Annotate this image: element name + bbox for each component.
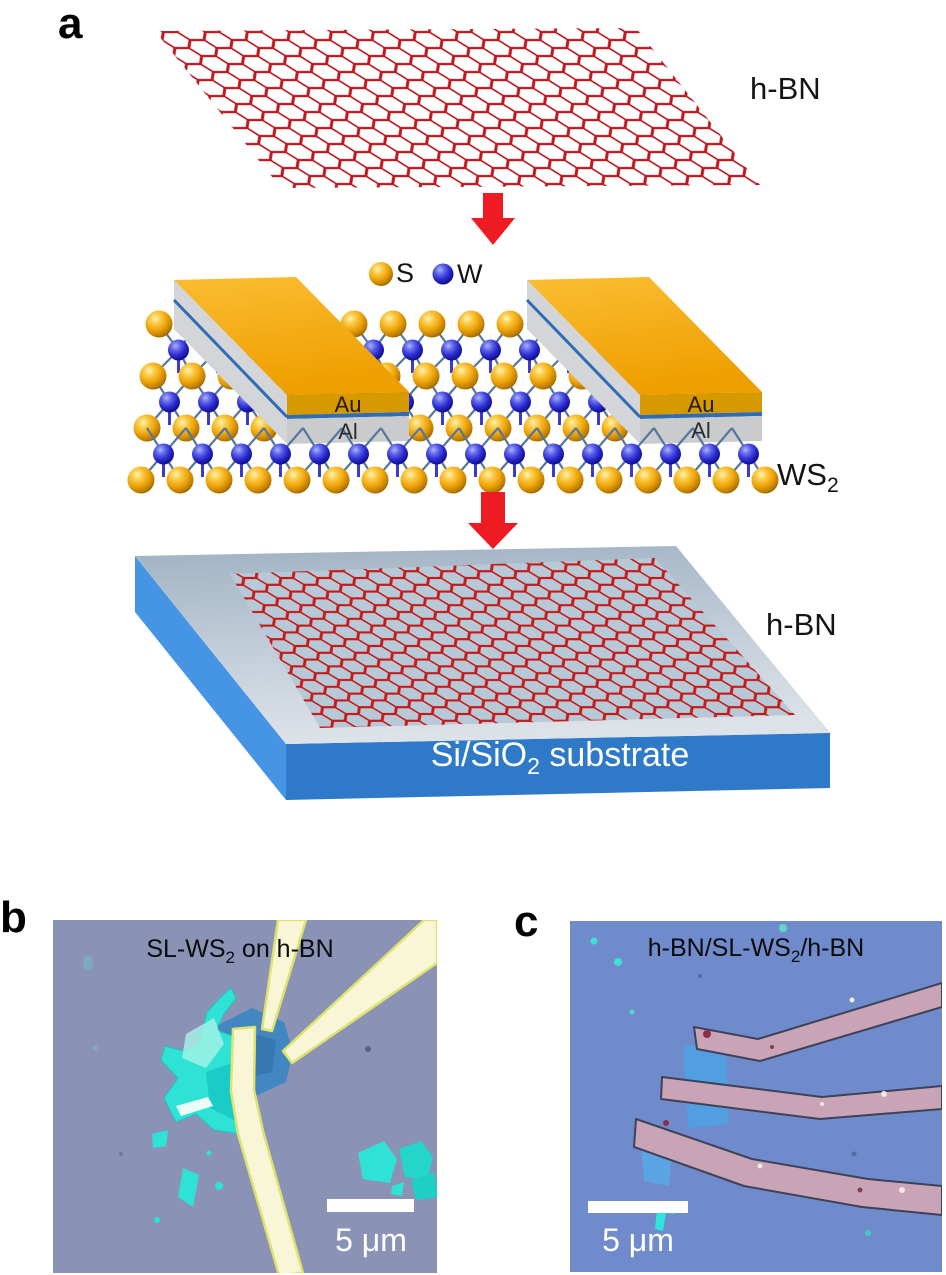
electrode-left-au-face xyxy=(287,392,409,415)
panel-c-label: c xyxy=(514,897,539,946)
transfer-arrow-bottom xyxy=(468,492,518,549)
strip-defect xyxy=(857,1187,863,1193)
legend-tungsten-sphere xyxy=(432,263,454,285)
strip-sparkle xyxy=(820,1102,824,1106)
panel-c-scale-label: 5 μm xyxy=(602,1222,674,1258)
hbn-flake-right xyxy=(358,1141,397,1183)
legend-sulfur-sphere xyxy=(369,262,393,286)
hbn-flake-highlight xyxy=(182,1018,224,1068)
probe-electrodes xyxy=(229,920,437,1273)
panel-b-micrograph xyxy=(53,920,437,1273)
stack-strip-top xyxy=(693,982,942,1062)
substrate xyxy=(135,546,830,800)
panel-b-speck xyxy=(92,1045,98,1051)
ws2-lattice-front xyxy=(127,443,779,494)
electrode-left-side-face xyxy=(174,280,287,444)
panel-a-schematic xyxy=(127,28,830,800)
electrode-right xyxy=(525,277,762,444)
stack-strip-middle xyxy=(660,1076,942,1120)
panel-b-scale-label: 5 μm xyxy=(335,1222,407,1258)
panel-b-label: b xyxy=(0,893,27,942)
legend-sulfur-label: S xyxy=(396,258,415,288)
panel-c-speck xyxy=(865,1230,871,1236)
electrode-left-al-label: Al xyxy=(338,419,358,444)
panel-c-speck xyxy=(779,924,787,932)
strip-defect xyxy=(663,1120,669,1126)
electrode-left xyxy=(172,277,409,444)
strip-sparkle xyxy=(757,1163,763,1169)
transfer-arrow-top xyxy=(471,193,515,245)
substrate-front-face xyxy=(286,733,830,800)
strip-defect xyxy=(703,1030,711,1038)
substrate-left-face xyxy=(135,556,286,800)
electrode-right-gold-top xyxy=(527,277,762,395)
panel-c-dark-speck xyxy=(851,1151,857,1157)
panel-c-title: h-BN/SL-WS2/h-BN xyxy=(647,934,865,966)
scale-bar-c xyxy=(588,1201,688,1213)
scale-bar-b xyxy=(327,1199,414,1212)
panel-c-title-subscript: 2 xyxy=(790,947,801,966)
electrode-right-side-face xyxy=(527,280,640,444)
hbn-top-label: h-BN xyxy=(750,71,821,106)
electrode-left-au-label: Au xyxy=(334,392,362,417)
hbn-flake-streak xyxy=(176,1097,213,1116)
ws2-label: WS2 xyxy=(777,457,839,498)
panel-c-dark-speck xyxy=(698,974,702,978)
strip-sparkle xyxy=(849,997,855,1003)
panel-c-speck xyxy=(629,1009,635,1015)
hbn-flake-right xyxy=(391,1182,404,1196)
substrate-label-subscript: 2 xyxy=(527,752,540,779)
stack-strips xyxy=(633,982,942,1216)
electrode-right-side-separator xyxy=(525,298,642,419)
panel-b-dark-speck xyxy=(365,1046,371,1052)
probe-top xyxy=(260,920,308,1033)
electrode-right-al-label: Al xyxy=(691,418,711,443)
electrode-left-al-face xyxy=(287,416,409,444)
electrode-left-gold-top xyxy=(174,277,409,395)
electrode-right-au-face xyxy=(640,392,762,415)
probe-bottom-bent xyxy=(229,1025,305,1273)
ws2-label-subscript: 2 xyxy=(826,474,839,498)
hbn-fragment xyxy=(154,1217,160,1223)
panel-b-title-subscript: 2 xyxy=(225,948,235,967)
electrode-right-au-label: Au xyxy=(687,392,715,417)
hbn-fragment xyxy=(215,1182,223,1190)
panel-b-dark-speck xyxy=(119,1152,123,1156)
panel-c-micrograph xyxy=(570,921,942,1272)
electrode-right-separator xyxy=(640,412,762,419)
probe-top-right-wedge xyxy=(281,920,437,1065)
electrode-left-separator xyxy=(287,412,409,419)
legend-tungsten-label: W xyxy=(457,259,483,289)
stack-strip-bottom xyxy=(633,1118,942,1216)
strip-defect xyxy=(770,1045,774,1049)
hbn-fragment xyxy=(178,1168,199,1207)
panel-c-speck xyxy=(590,937,598,945)
panel-c-speck xyxy=(614,958,622,966)
electrode-left-side-separator xyxy=(172,298,289,419)
hbn-fragment xyxy=(152,1130,168,1148)
hbn-bottom-label: h-BN xyxy=(766,607,837,642)
hbn-sheet-top xyxy=(155,28,760,188)
hbn-flake-right xyxy=(411,1172,437,1200)
substrate-label: Si/SiO2 substrate xyxy=(430,736,690,779)
strip-sparkle xyxy=(881,1091,887,1097)
hbn-fragment xyxy=(206,1150,212,1156)
hbn-flake-right xyxy=(399,1141,433,1181)
electrode-right-al-face xyxy=(640,416,762,444)
panel-a-label: a xyxy=(58,0,83,48)
strip-sparkle xyxy=(899,1187,905,1193)
panel-b-smudge xyxy=(83,955,93,971)
panel-b-title: SL-WS2 on h-BN xyxy=(146,935,334,967)
